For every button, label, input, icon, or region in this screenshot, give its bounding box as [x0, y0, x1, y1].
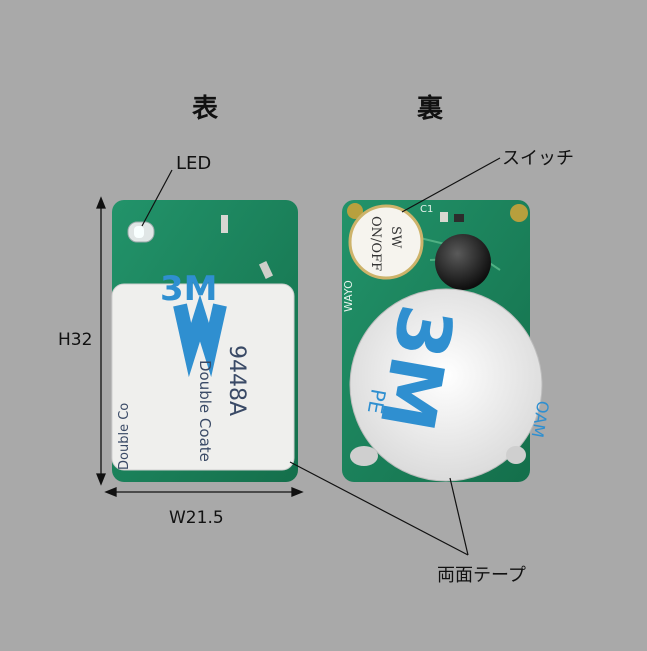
switch-sw-text: SW [388, 226, 403, 249]
contact [506, 446, 526, 464]
led-component [127, 221, 155, 243]
back-tape-edge: PE [363, 387, 391, 415]
front-tape-line1: Double Coate [196, 360, 214, 462]
width-dimension [104, 487, 304, 497]
front-tape-code: 9448A [224, 345, 249, 416]
led-label: LED [176, 153, 212, 174]
tape-leader-front [289, 461, 469, 556]
switch-on-text: ON/OFF [368, 216, 383, 271]
front-tape-brand: 3M [160, 269, 218, 309]
front-tape: 3M 9448A Double Coate Double Co [111, 269, 295, 471]
tape-leader-back [449, 477, 469, 556]
tape-label: 両面テープ [437, 565, 526, 586]
front-tape-line2: Double Co [117, 403, 132, 470]
back-label: 裏 [417, 94, 444, 124]
switch-label: スイッチ [502, 148, 574, 169]
leader-lines [141, 157, 501, 556]
side-text: WAYO [342, 280, 355, 312]
back-tape-brand: 3M [363, 299, 469, 437]
back-tape: 3M PE OAM [349, 288, 553, 482]
front-label: 表 [192, 94, 219, 124]
front-board: 3M 9448A Double Coate Double Co [111, 200, 298, 482]
contact [350, 446, 378, 466]
height-label: H32 [58, 330, 93, 350]
capacitor [435, 234, 491, 290]
width-label: W21.5 [169, 508, 224, 528]
switch-component: ON/OFF SW [348, 204, 424, 280]
part-mark: C1 [420, 204, 433, 215]
switch-leader [401, 157, 501, 213]
back-board: C1 ON/OFF SW WAYO 3M PE OAM [342, 200, 553, 482]
height-dimension [96, 196, 106, 486]
pin [258, 261, 274, 279]
pin [221, 215, 228, 233]
led-leader [141, 169, 173, 227]
